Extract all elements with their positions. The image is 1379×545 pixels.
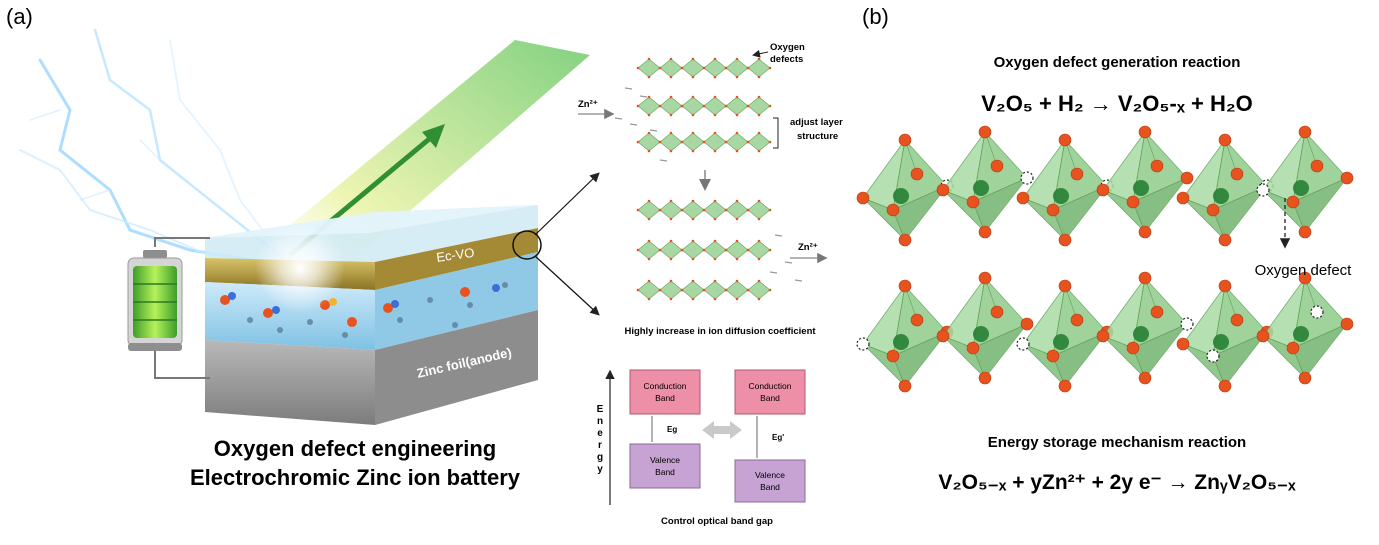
panel-a-title-line1: Oxygen defect engineering: [214, 436, 496, 461]
battery-icon: [127, 250, 183, 351]
zoom-circle: [512, 230, 542, 260]
wire-top: [154, 237, 210, 247]
band-diagram: Energy Conduction Band Eg Valence Band C…: [597, 369, 806, 527]
diffusion-caption: Highly increase in ion diffusion coeffic…: [624, 326, 816, 337]
flash-glow: [255, 223, 345, 313]
reaction1-equation: V₂O₅ + H₂ → V₂O₅-ₓ + H₂O: [981, 91, 1253, 116]
valence-band-left-label-1: Valence: [650, 455, 680, 465]
adjust-bracket: [773, 117, 779, 149]
oxygen-defect-label: Oxygen defect: [1255, 262, 1353, 279]
panel-a-label: (a): [6, 4, 33, 29]
svg-text:n: n: [597, 416, 603, 427]
oxygen-defects-label-2: defects: [770, 54, 803, 65]
gap-left-label: Eg: [667, 425, 677, 434]
oxygen-defects-label-1: Oxygen: [770, 42, 805, 53]
conduction-band-left: [629, 369, 701, 415]
conduction-band-right: [734, 369, 806, 415]
conduction-band-left-label-1: Conduction: [643, 381, 686, 391]
valence-band-right: [734, 459, 806, 503]
valence-band-left-label-2: Band: [655, 467, 675, 477]
zoom-line-bottom: [534, 255, 600, 316]
oxygen-defects-pointer: [752, 49, 769, 58]
svg-text:y: y: [597, 464, 603, 475]
band-gap-caption: Control optical band gap: [661, 516, 773, 527]
zoom-line-top: [534, 172, 600, 236]
gap-right-label: Eg': [772, 433, 784, 442]
svg-text:E: E: [597, 404, 604, 415]
double-arrow-icon: [702, 421, 742, 439]
zn-in-label: Zn²⁺: [578, 99, 598, 110]
valence-band-left: [629, 443, 701, 489]
panel-a-title-line2: Electrochromic Zinc ion battery: [190, 465, 521, 490]
conduction-band-right-label-1: Conduction: [748, 381, 791, 391]
battery-cell: [205, 205, 542, 425]
valence-band-right-label-2: Band: [760, 482, 780, 492]
valence-band-right-label-1: Valence: [755, 470, 785, 480]
zn-out-label: Zn²⁺: [798, 242, 818, 253]
adjust-label-1: adjust layer: [790, 117, 843, 128]
svg-text:e: e: [597, 428, 603, 439]
wire-bottom: [154, 350, 210, 379]
conduction-band-left-label-2: Band: [655, 393, 675, 403]
conduction-band-right-label-2: Band: [760, 393, 780, 403]
beam-arrow-head: [422, 124, 445, 148]
reaction1-title: Oxygen defect generation reaction: [994, 54, 1241, 71]
svg-text:g: g: [597, 452, 603, 463]
cathode-label: Ec-VO: [435, 245, 475, 265]
adjust-label-2: structure: [797, 131, 838, 142]
reaction2-equation: V₂O₅₋ₓ + yZn²⁺ + 2y e⁻ → ZnᵧV₂O₅₋ₓ: [938, 471, 1296, 494]
energy-axis-label: Energy: [597, 404, 604, 475]
v2o5-chain-top: [856, 125, 1354, 247]
svg-text:r: r: [598, 440, 602, 451]
panel-b-label: (b): [862, 4, 889, 29]
v2o5-chain-bottom: [856, 271, 1354, 393]
reaction2-title: Energy storage mechanism reaction: [988, 434, 1246, 451]
layered-structure-view: [614, 57, 803, 301]
